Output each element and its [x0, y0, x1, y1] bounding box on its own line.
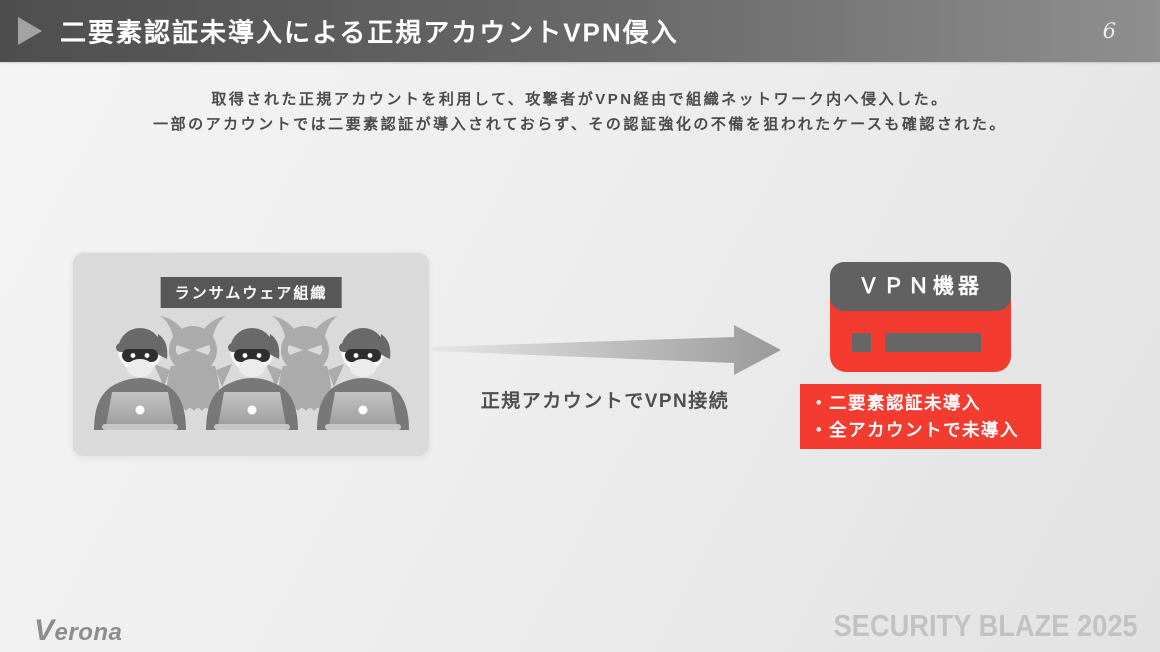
issue-item: ・全アカウントで未導入 [810, 420, 1019, 440]
connection-arrow-icon [432, 325, 781, 375]
verona-logo: Verona [34, 614, 123, 647]
arrow-label: 正規アカウントでVPN接続 [480, 391, 730, 412]
vpn-device: ＶＰＮ機器 [830, 262, 1011, 372]
attacker-group-panel: ランサムウェア組織 [72, 252, 430, 457]
event-name: SECURITY BLAZE 2025 [833, 608, 1138, 643]
attacker-scene [94, 316, 409, 430]
vpn-port-icon [885, 333, 981, 352]
description: 取得された正規アカウントを利用して、攻撃者がVPN経由で組織ネットワーク内へ侵入… [0, 88, 1160, 138]
description-line-2: 一部のアカウントでは二要素認証が導入されておらず、その認証強化の不備を狙われたケ… [153, 115, 1007, 133]
slide-marker-triangle-icon [18, 17, 42, 45]
hacker-icon [317, 328, 409, 430]
description-line-1: 取得された正規アカウントを利用して、攻撃者がVPN経由で組織ネットワーク内へ侵入… [211, 91, 949, 108]
vpn-port-icon [852, 333, 871, 352]
vpn-device-label: ＶＰＮ機器 [830, 262, 1011, 311]
issue-box: ・二要素認証未導入 ・全アカウントで未導入 [800, 384, 1041, 449]
attacker-group-label: ランサムウェア組織 [160, 277, 342, 308]
page-number: 6 [1102, 19, 1116, 43]
header-bar: 二要素認証未導入による正規アカウントVPN侵入 6 [0, 0, 1160, 62]
page-title: 二要素認証未導入による正規アカウントVPN侵入 [60, 17, 679, 48]
issue-item: ・二要素認証未導入 [810, 393, 981, 413]
